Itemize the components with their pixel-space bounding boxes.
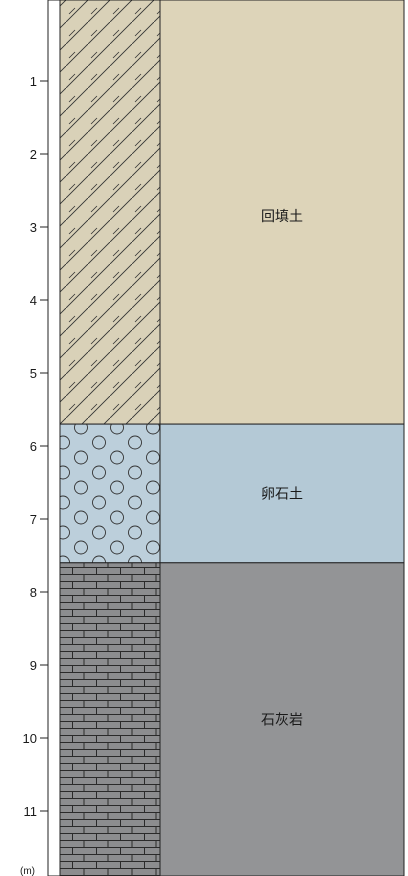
depth-tick-label: 3 (30, 220, 37, 235)
depth-tick-label: 10 (23, 731, 37, 746)
layer-color-panel (159, 562, 405, 876)
depth-axis: 1 2 3 4 5 6 7 8 9 10 11 (23, 74, 48, 819)
layer-name-label: 卵石土 (261, 486, 303, 502)
depth-unit-label: (m) (20, 866, 35, 876)
depth-tick-label: 9 (30, 658, 37, 673)
depth-tick-label: 2 (30, 147, 37, 162)
depth-tick-label: 8 (30, 585, 37, 600)
depth-tick-label: 7 (30, 512, 37, 527)
depth-tick-label: 11 (24, 804, 38, 819)
layer-name-label: 回填土 (261, 209, 303, 225)
depth-tick-label: 1 (30, 74, 37, 89)
layer-name-label: 石灰岩 (261, 712, 303, 728)
depth-scale-bar (47, 0, 61, 876)
layer-pattern-column (59, 423, 161, 564)
layer-pattern-column (59, 0, 161, 425)
depth-tick-label: 4 (30, 293, 37, 308)
depth-tick-label: 6 (30, 439, 37, 454)
depth-tick-label: 5 (30, 366, 37, 381)
layer-color-panel (159, 423, 405, 564)
layer-pattern-column (59, 562, 161, 876)
layer-color-panel (159, 0, 405, 425)
